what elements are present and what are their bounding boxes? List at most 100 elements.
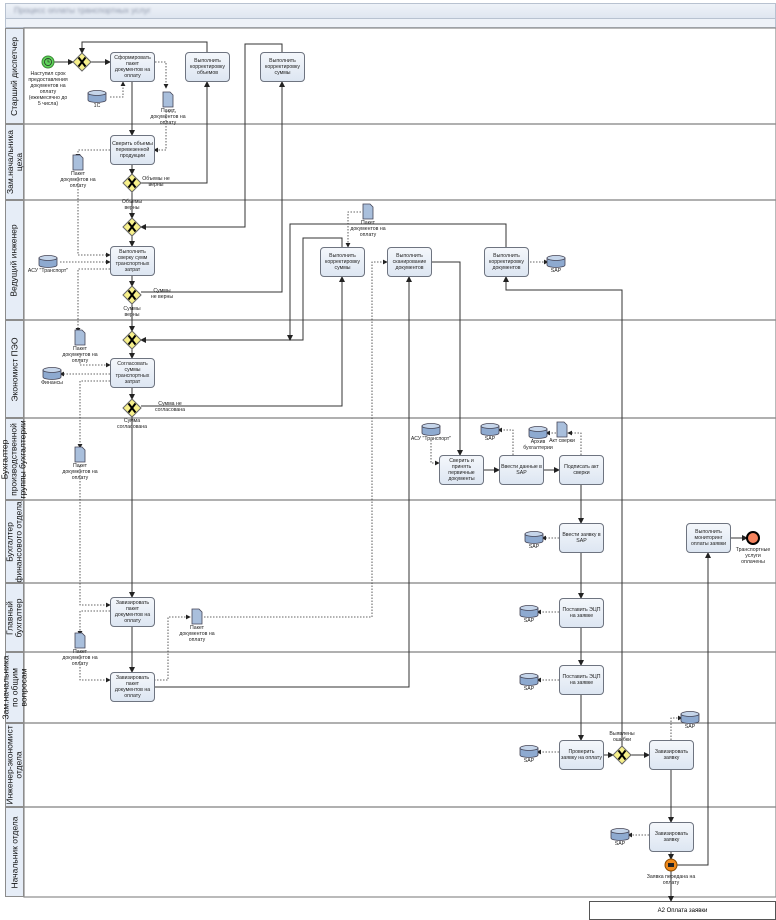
- gateway-label: Объемы не верны: [142, 176, 170, 188]
- association: [110, 81, 126, 98]
- timer-hands-icon: [47, 59, 50, 63]
- lane-header: Зам.начальника по общим вопросам: [0, 652, 28, 723]
- data-store-label: SAP: [550, 268, 562, 274]
- task-5[interactable]: Выполнить сверку сумм транспортных затра…: [110, 246, 155, 276]
- association: [79, 655, 111, 683]
- lane-label: Ведущий инженер: [9, 223, 19, 297]
- lane-label: Начальник отдела: [9, 816, 19, 888]
- lane-label: Бухгалтер финансового отдела: [4, 500, 24, 583]
- lane-header: Ведущий инженер: [5, 200, 24, 320]
- data-store-label: АСУ "Транспорт": [27, 268, 69, 274]
- task-16[interactable]: Завизировать пакет документов на оплату: [110, 672, 155, 702]
- task-10[interactable]: Сверить и принять первичные документы: [439, 455, 484, 485]
- document-label: Пакет документов на оплату: [350, 220, 386, 238]
- document-icon: [74, 329, 86, 346]
- lane-header: Инженер-экономист отдела: [5, 723, 24, 807]
- task-8[interactable]: Выполнить корректировку документов: [484, 247, 529, 277]
- association: [79, 353, 111, 368]
- task-18[interactable]: Поставить ЭЦП на заявке: [559, 665, 604, 695]
- lane-label: Зам.начальника по общим вопросам: [0, 655, 29, 720]
- sequence-flow: [140, 237, 343, 343]
- lane-header: Экономист ПЭО: [5, 320, 24, 418]
- data-store-label: АСУ "Транспорт": [410, 436, 452, 442]
- sequence-flow: [79, 41, 208, 54]
- end-event-label: Транспортные услуги оплачены: [735, 547, 771, 565]
- association: [567, 430, 582, 455]
- data-store-top: [519, 673, 539, 679]
- association: [75, 268, 110, 333]
- task-9[interactable]: Согласовать суммы транспортных затрат: [110, 358, 155, 388]
- gateway-x-icon: [127, 334, 137, 346]
- sequence-flow: [677, 552, 711, 866]
- task-17[interactable]: Поставить ЭЦП на заявке: [559, 598, 604, 628]
- task-3[interactable]: Выполнить корректировку суммы: [260, 52, 305, 82]
- data-store-label: Финансы: [41, 380, 63, 386]
- association: [75, 149, 110, 159]
- task-13[interactable]: Ввести заявку в SAP: [559, 523, 604, 553]
- gateway-label: Сумма согласована: [116, 418, 148, 430]
- gateway-x-icon: [127, 221, 137, 233]
- data-store-label: SAP: [528, 544, 540, 550]
- task-12[interactable]: Подписать акт сверки: [559, 455, 604, 485]
- task-11[interactable]: Ввести данные в SAP: [499, 455, 544, 485]
- association: [79, 466, 111, 608]
- swimlane: [23, 417, 776, 501]
- document-icon: [556, 421, 568, 438]
- task-6[interactable]: Выполнить корректировку суммы: [320, 247, 365, 277]
- end-event: [746, 531, 760, 545]
- task-21[interactable]: Завизировать заявку: [649, 822, 694, 852]
- data-store-top: [38, 255, 58, 261]
- subprocess-a2[interactable]: А2 Оплата заявки: [589, 901, 776, 920]
- association: [77, 610, 110, 636]
- lane-label: Инженер-экономист отдела: [4, 725, 24, 805]
- data-store-top: [519, 745, 539, 751]
- document-label: Акт сверки: [549, 438, 575, 444]
- sequence-flow: [141, 81, 210, 184]
- task-20[interactable]: Завизировать заявку: [649, 740, 694, 770]
- association: [155, 61, 169, 89]
- data-store-label: 1С: [93, 103, 101, 109]
- document-icon: [74, 446, 86, 463]
- lane-label: Бухгалтер производственной группы бухгал…: [0, 419, 29, 499]
- task-19[interactable]: Проверить заявку на оплату: [559, 740, 604, 770]
- data-store-label: SAP: [684, 724, 696, 730]
- task-4[interactable]: Сверить объемы перевезенной продукции: [110, 135, 155, 165]
- document-label: Пакет документов на оплату: [60, 171, 96, 189]
- association: [497, 427, 514, 455]
- task-7[interactable]: Выполнить сканирование документов: [387, 247, 432, 277]
- data-store-label: SAP: [523, 758, 535, 764]
- lane-label: Экономист ПЭО: [9, 337, 19, 401]
- swimlane: [23, 499, 776, 584]
- sequence-flow: [287, 223, 507, 341]
- swimlane: [23, 806, 776, 898]
- message-icon: [668, 863, 674, 867]
- lane-header: Зам.начальника цеха: [5, 124, 24, 200]
- document-icon: [74, 632, 86, 649]
- start-event-label: Наступил срок предоставления документов …: [28, 71, 68, 107]
- association: [77, 177, 111, 258]
- data-store-label: SAP: [484, 436, 496, 442]
- data-store-top: [480, 423, 500, 429]
- gateway-x-icon: [127, 402, 137, 414]
- task-15[interactable]: Завизировать пакет документов на оплату: [110, 597, 155, 627]
- gateway-x-icon: [127, 289, 137, 301]
- sequence-flow: [141, 276, 345, 407]
- data-store-top: [42, 367, 62, 373]
- task-14[interactable]: Выполнить мониторинг оплаты заявки: [686, 523, 731, 553]
- lane-header: Начальник отдела: [5, 807, 24, 897]
- gateway-label: Выявлены ошибки: [609, 731, 635, 743]
- data-store-label: SAP: [523, 618, 535, 624]
- lane-label: Главный бухгалтер: [4, 597, 24, 638]
- lane-label: Старший диспетчер: [9, 36, 20, 116]
- task-2[interactable]: Выполнить корректировку объемов: [185, 52, 230, 82]
- sequence-flow: [503, 276, 623, 746]
- data-store-top: [524, 531, 544, 537]
- timer-icon: [44, 58, 52, 66]
- association: [204, 259, 388, 618]
- gateway-label: Объемы верны: [121, 199, 143, 211]
- subprocess-label: А2 Оплата заявки: [657, 907, 708, 914]
- sequence-flow: [140, 43, 283, 230]
- task-1[interactable]: Сформировать пакет документов на оплату: [110, 52, 155, 82]
- lane-header: Главный бухгалтер: [5, 583, 24, 652]
- document-icon: [162, 91, 174, 108]
